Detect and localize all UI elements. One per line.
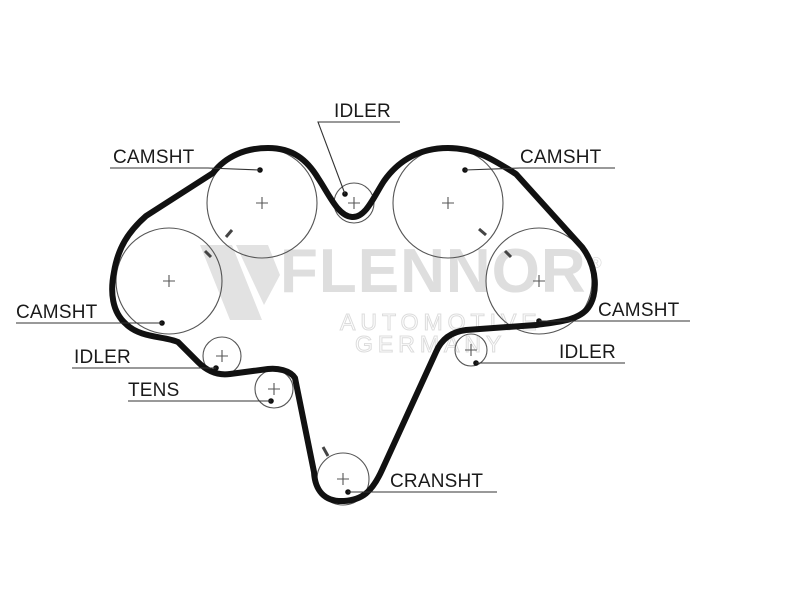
label-camsht-right: CAMSHT [598,300,680,321]
label-idler-left: IDLER [74,347,131,368]
label-idler-top: IDLER [334,101,391,122]
label-camsht-left: CAMSHT [16,302,98,323]
label-idler-right: IDLER [559,342,616,363]
flennor-watermark: FLENNOR ® AUTOMOTIVE GERMANY [200,237,602,358]
watermark-line2: GERMANY [355,331,506,357]
watermark-brand: FLENNOR [280,237,587,306]
timing-belt [109,145,598,505]
label-tens: TENS [128,380,179,401]
pulley-camsht-left [115,227,223,335]
pulley-tensioner [254,369,294,409]
pulley-idler-right [454,333,488,367]
watermark-line1: AUTOMOTIVE [340,309,542,335]
label-camsht-top-left: CAMSHT [113,147,195,168]
leader-lines [16,121,690,493]
label-camsht-top-right: CAMSHT [520,147,602,168]
flennor-logo-icon [200,245,280,320]
label-cransht: CRANSHT [390,471,483,492]
